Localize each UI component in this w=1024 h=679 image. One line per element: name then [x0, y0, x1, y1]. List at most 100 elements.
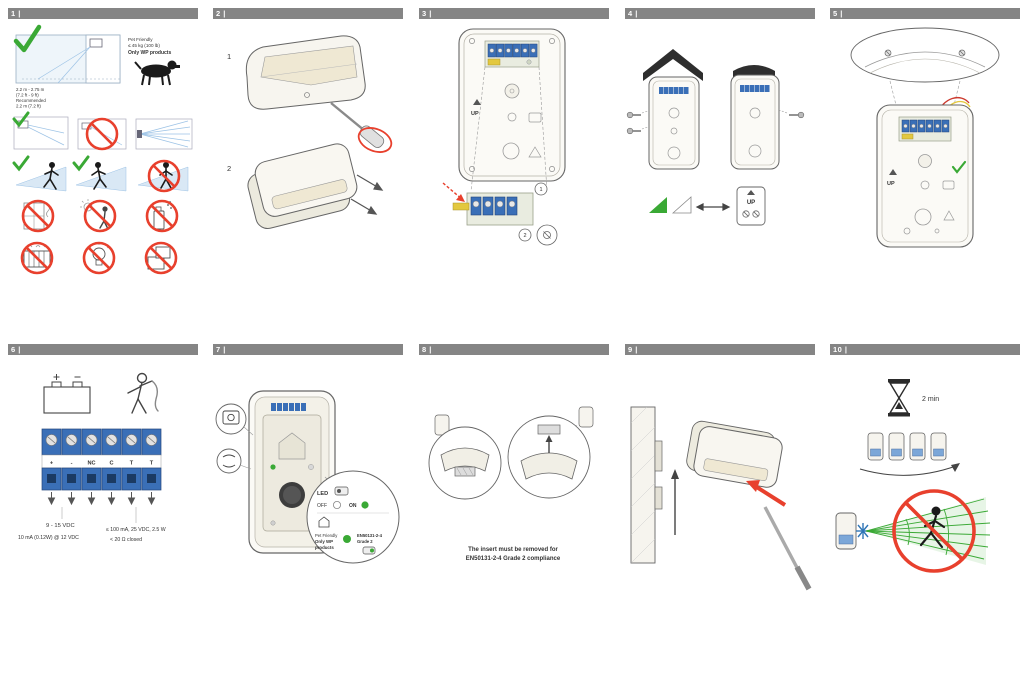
- tamper-spec: < 20 Ω closed: [110, 537, 142, 543]
- grade-line2: Grade 2: [357, 539, 373, 544]
- screwdriver-icon: [330, 102, 393, 153]
- panel-5-number: 5 |: [833, 9, 843, 18]
- prohibited-outdoor-sketch: [80, 199, 117, 233]
- check-icon-small: [951, 160, 967, 174]
- panel-7-art: LED OFF ON Pet Friendly Only WP products…: [215, 390, 400, 564]
- panel-4-art: UP: [626, 49, 805, 226]
- panel-4: 4 |: [625, 8, 815, 249]
- panel-3-number: 3 |: [422, 9, 432, 18]
- pet-setting-line1: Pet Friendly: [315, 533, 338, 538]
- led-star-icon: [856, 523, 870, 539]
- grade-line1: EN50131-2-4: [357, 533, 383, 538]
- panel-5: 5 |: [830, 8, 1020, 269]
- step-1-label: 1: [227, 52, 231, 61]
- terminal-label-minus: -: [71, 461, 73, 467]
- terminal-label-plus: +: [50, 461, 54, 467]
- prohibited-mount-sketch: [77, 117, 127, 151]
- ok-cross-walk-sketch-2: [72, 155, 127, 192]
- panel-10-number: 10 |: [833, 345, 848, 354]
- terminal-block: [898, 116, 952, 142]
- panel-6-art: + - NC C T T: [18, 372, 166, 543]
- panel-9-header: 9 |: [625, 344, 815, 355]
- panel-9: 9 |: [625, 344, 815, 615]
- off-label: OFF: [317, 503, 327, 509]
- panel-10-art: 2 min: [835, 379, 991, 573]
- mount-note-line2: (7.2 ft - 9 ft): [16, 93, 39, 98]
- prohibited-obstacle-sketch: [144, 241, 178, 275]
- insert-note-line1: The insert must be removed for: [468, 547, 558, 553]
- panel-2: 2 | 1 2: [213, 8, 403, 249]
- terminal-block-diagram: + - NC C T T: [41, 428, 162, 506]
- prohibited-bulb-sketch: [82, 241, 116, 275]
- corner-option-icon: [649, 196, 692, 214]
- open-direction-arrows: [350, 174, 384, 215]
- panel-1: 1 | Pet Friendly ≤ 45 kg (100 lb) Only W…: [8, 8, 198, 294]
- led-on-dot: [361, 501, 369, 509]
- callout-2-label: 2: [523, 233, 526, 239]
- prohibited-window-sketch: [21, 199, 55, 233]
- panel-7-header: 7 |: [213, 344, 403, 355]
- panel-1-header: 1 |: [8, 8, 198, 19]
- insert-note-line2: EN50131-2-4 Grade 2 compliance: [466, 556, 561, 562]
- terminal-zoom-sketch: 1 2: [442, 182, 558, 246]
- hourglass-icon: [888, 379, 910, 417]
- magnifier-screw-icon: [536, 224, 558, 246]
- panel-10: 10 | 2 min: [830, 344, 1020, 615]
- panel-6: 6 |: [8, 344, 198, 615]
- terminal-label-c: C: [109, 461, 113, 467]
- screw-icon: [958, 49, 966, 57]
- panel-4-number: 4 |: [628, 9, 638, 18]
- house-icon: [318, 516, 330, 528]
- wall-mount-sketch: [730, 65, 780, 170]
- beam-fan: [865, 497, 991, 565]
- on-label: ON: [349, 503, 357, 509]
- panel-5-header: 5 |: [830, 8, 1020, 19]
- panel-1-art: Pet Friendly ≤ 45 kg (100 lb) Only WP pr…: [12, 24, 193, 275]
- terminal-label-nc: NC: [87, 461, 95, 467]
- panel-6-header: 6 |: [8, 344, 198, 355]
- installer-icon: [127, 372, 159, 414]
- panel-3: 3 |: [419, 8, 609, 269]
- up-label: UP: [887, 169, 897, 187]
- battery-icon: [43, 374, 91, 414]
- svg-text:UP: UP: [887, 181, 895, 187]
- supply-spec: 9 - 15 VDC: [46, 523, 75, 529]
- press-arrow-red: [746, 480, 787, 507]
- backplate-sketch: UP: [458, 28, 566, 182]
- panel-5-art: UP: [850, 27, 1000, 248]
- dog-icon: [134, 60, 180, 86]
- coverage-pattern-sketch: [135, 118, 193, 150]
- pet-setting-line2: Only WP: [315, 539, 333, 544]
- mount-note-line1: 2.2 m - 2.75 m: [16, 87, 45, 92]
- led-label: LED: [317, 491, 328, 497]
- swap-arrow-icon: [695, 203, 731, 211]
- backplate-wired-sketch: UP: [876, 96, 974, 248]
- panel-2-art: 1 2: [227, 35, 393, 229]
- coverage-test-sketch: [835, 489, 991, 573]
- ok-wall-mount-sketch: [12, 111, 69, 150]
- terminal-label-t2: T: [150, 461, 154, 467]
- pet-note-line1: Pet Friendly: [128, 37, 153, 42]
- up-label: UP: [471, 99, 481, 117]
- wall-section-sketch: [630, 406, 663, 564]
- detector-front-sketch: [245, 35, 366, 110]
- mount-note-line4: 2.2 m (7.2 ft): [16, 104, 41, 109]
- led-switch-icon: [334, 486, 349, 496]
- panel-10-header: 10 |: [830, 344, 1020, 355]
- callout-1-label: 1: [539, 187, 542, 193]
- pet-setting-line3: products: [315, 545, 334, 550]
- socket-callout: [215, 403, 254, 436]
- up-badge-label: UP: [747, 200, 755, 206]
- pet-note-line2: ≤ 45 kg (100 lb): [128, 43, 160, 48]
- panel-6-number: 6 |: [11, 345, 21, 354]
- step-2-label: 2: [227, 164, 231, 173]
- panel-3-header: 3 |: [419, 8, 609, 19]
- clip-callout: [216, 448, 252, 474]
- prohibited-heater-sketch: [20, 241, 54, 275]
- grade-switch-icon: [362, 546, 376, 555]
- panel-7: 7 |: [213, 344, 403, 615]
- walk-test-detectors: [859, 432, 960, 476]
- mount-note-line3: Recommended: [16, 98, 46, 103]
- prohibition-circle: [892, 489, 976, 573]
- panel-7-number: 7 |: [216, 345, 226, 354]
